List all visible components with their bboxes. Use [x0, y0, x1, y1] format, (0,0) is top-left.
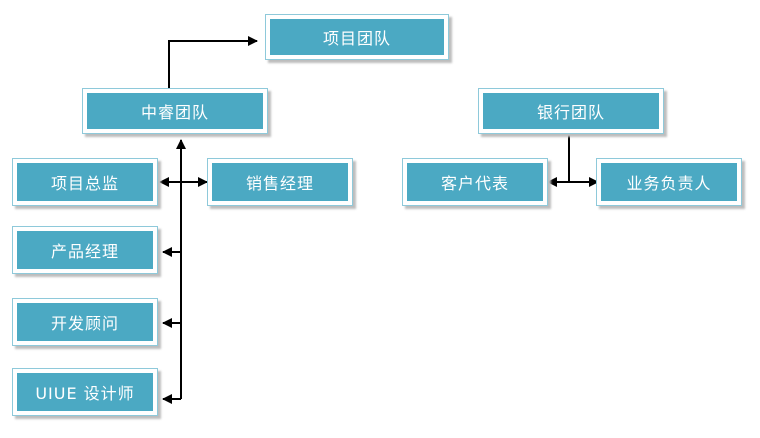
node-project-team: 项目团队: [265, 14, 449, 60]
node-label: UIUE 设计师: [35, 384, 135, 403]
node-ui-designer: UIUE 设计师: [12, 368, 158, 416]
node-bank-team: 银行团队: [478, 88, 664, 134]
node-label: 项目团队: [322, 29, 391, 48]
node-dev-consultant: 开发顾问: [12, 298, 158, 346]
node-label: 产品经理: [50, 242, 119, 261]
node-label: 销售经理: [245, 174, 314, 193]
node-label: 开发顾问: [50, 314, 119, 333]
node-business-lead: 业务负责人: [596, 158, 742, 206]
node-label: 业务负责人: [626, 174, 712, 193]
node-project-director: 项目总监: [12, 158, 158, 206]
node-sales-manager: 销售经理: [207, 158, 353, 206]
node-label: 客户代表: [440, 174, 509, 193]
node-product-manager: 产品经理: [12, 226, 158, 274]
node-label: 项目总监: [50, 174, 119, 193]
node-label: 中睿团队: [140, 103, 209, 122]
zhongrui-to-project-arrow: [168, 36, 258, 88]
node-label: 银行团队: [536, 103, 605, 122]
node-zhongrui-team: 中睿团队: [82, 88, 268, 134]
node-client-rep: 客户代表: [402, 158, 548, 206]
